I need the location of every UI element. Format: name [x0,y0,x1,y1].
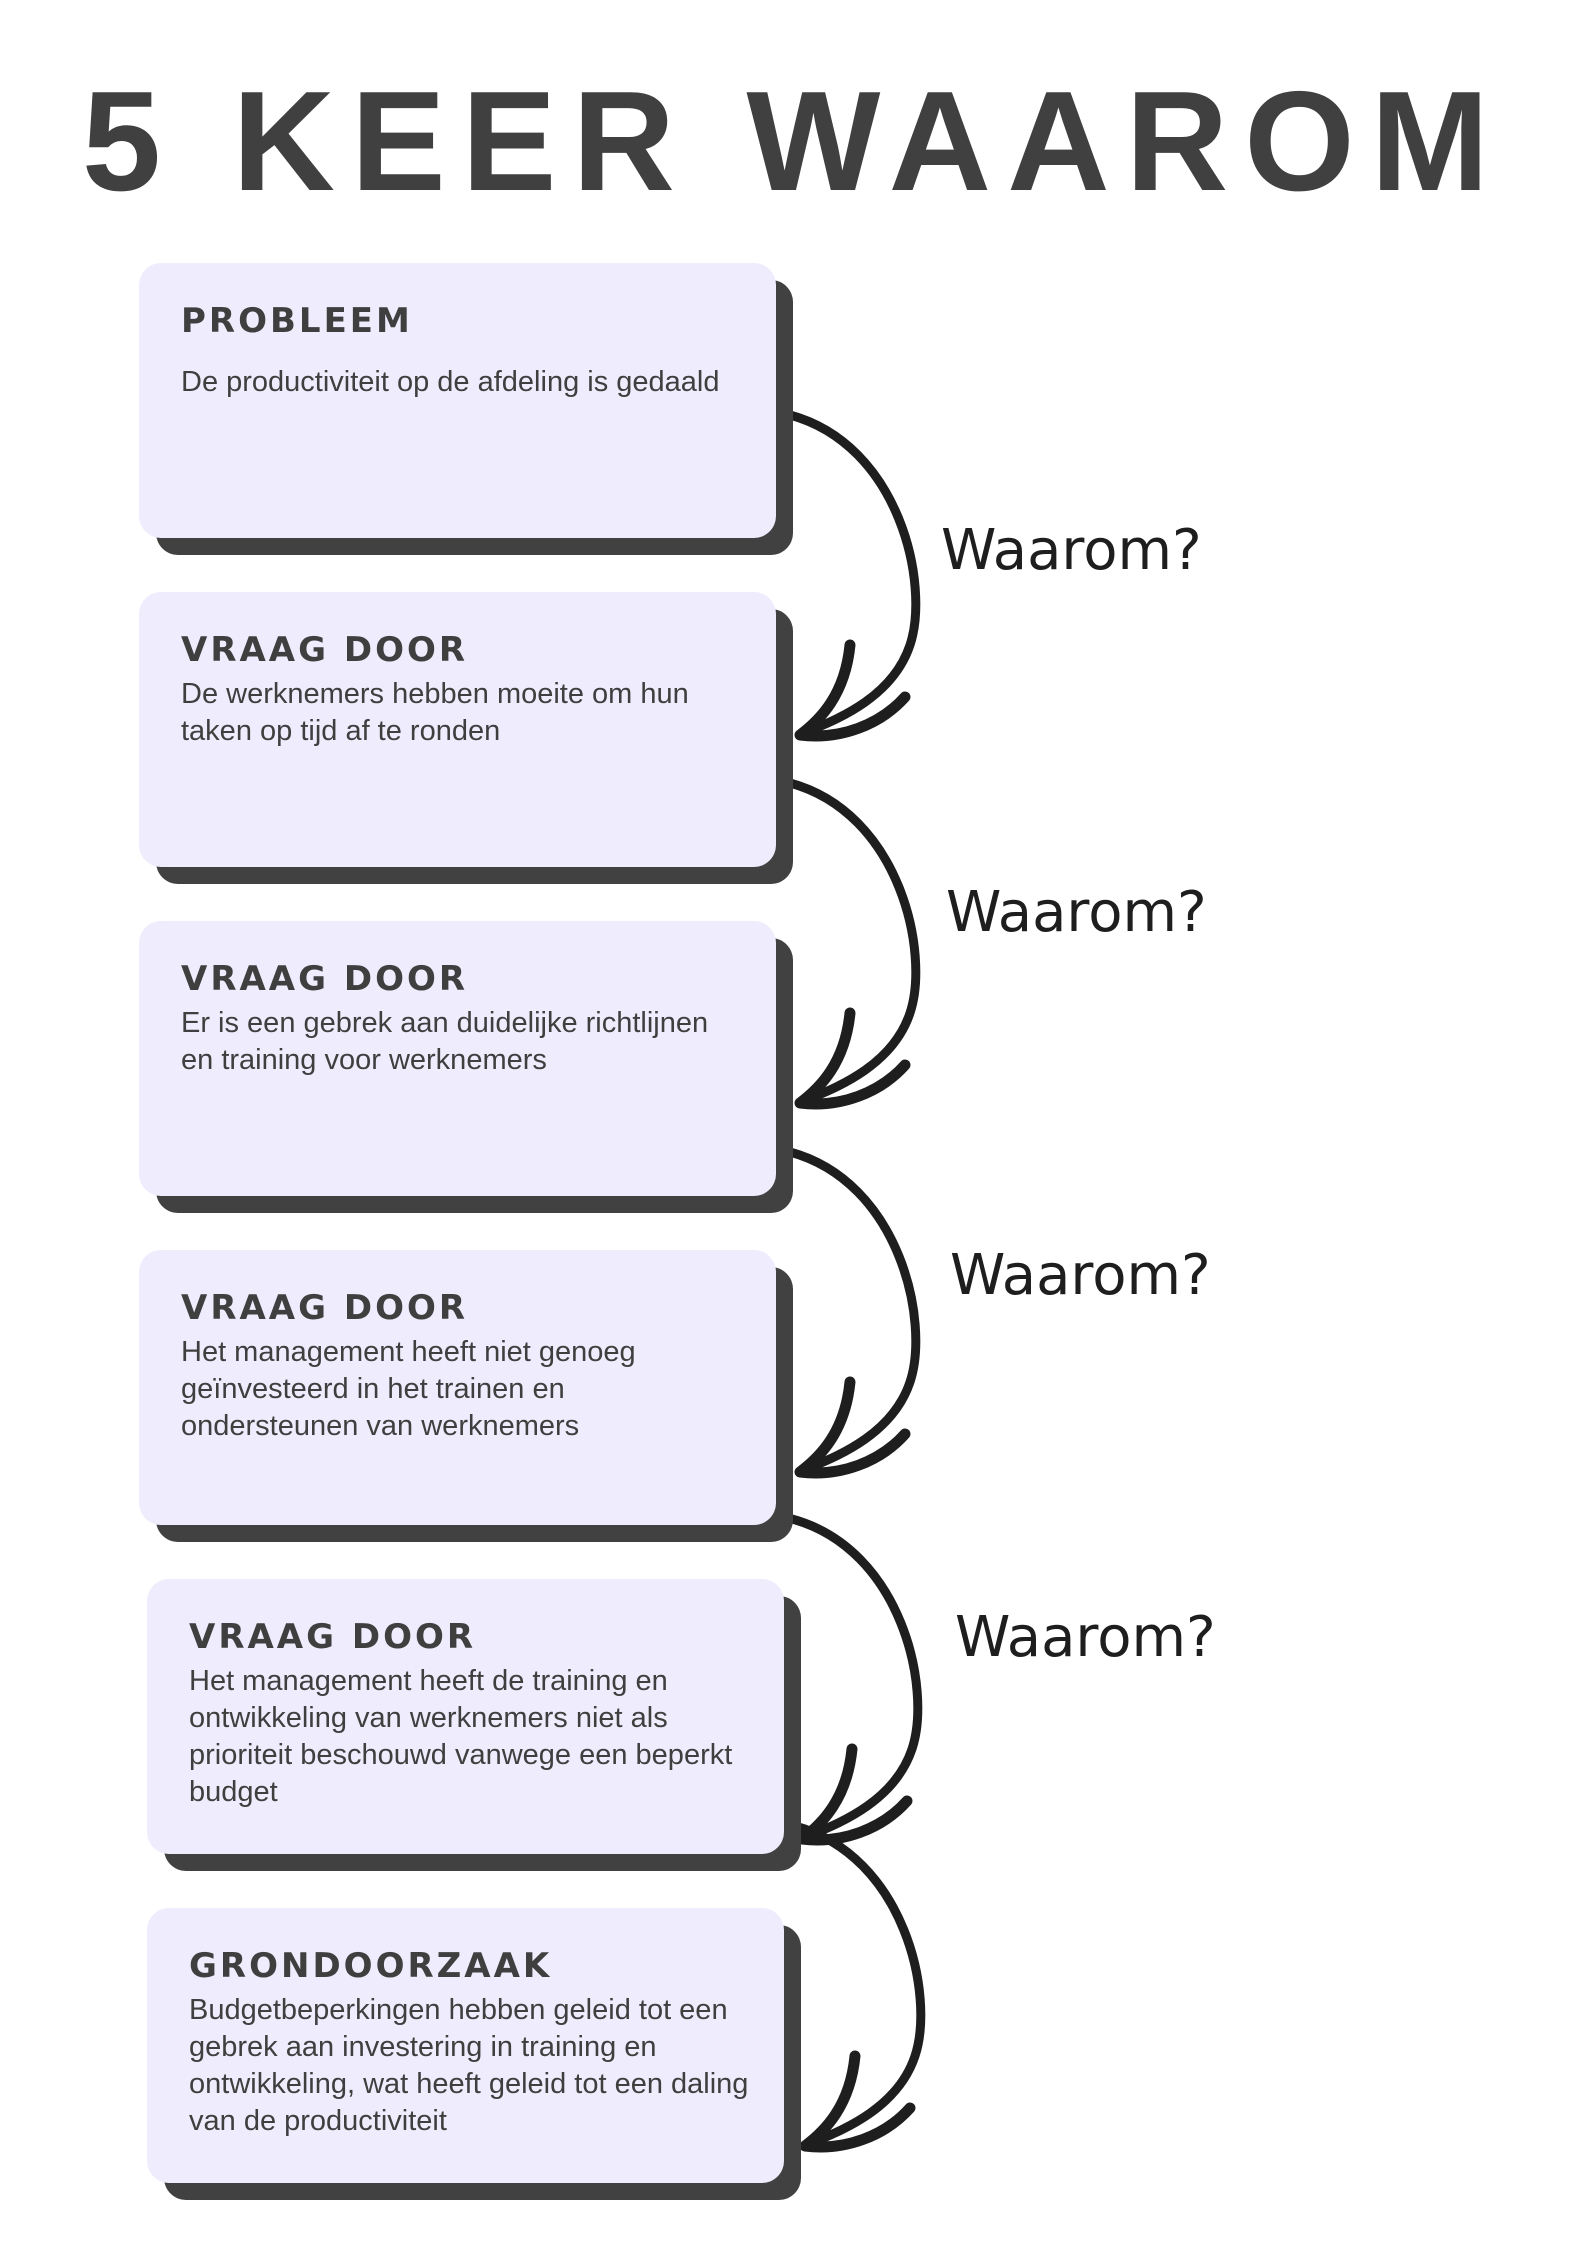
step-card-root-cause: GRONDOORZAAK Budgetbeperkingen hebben ge… [147,1908,801,2200]
arrow-curve [785,778,921,1108]
step-card-why-1: VRAAG DOOR De werknemers hebben moeite o… [139,592,793,884]
step-card-why-4: VRAAG DOOR Het management heeft de train… [147,1579,801,1871]
step-text: De werknemers hebben moeite om hun taken… [181,678,689,747]
step-heading: PROBLEEM [181,301,413,341]
card-face [139,1250,776,1525]
arrow-head [796,1743,913,1846]
arrow-curve [785,410,921,740]
card-face [147,1579,784,1854]
arrow-curve [787,1514,923,1844]
step-card-why-2: VRAAG DOOR Er is een gebrek aan duidelij… [139,921,793,1213]
card-face [139,592,776,867]
arrow-curve [785,1147,921,1477]
arrow-head [794,639,911,742]
step-heading: GRONDOORZAAK [189,1946,553,1986]
why-label: Waarom? [950,1243,1211,1308]
arrow-head [799,2050,916,2153]
why-label: Waarom? [955,1605,1216,1670]
step-text: Er is een gebrek aan duidelijke richtlij… [181,1007,709,1076]
step-text: De productiviteit op de afdeling is geda… [181,366,720,398]
step-heading: VRAAG DOOR [189,1617,477,1657]
curved-arrow-icon [785,1147,921,1479]
step-text: Budgetbeperkingen hebben geleid tot een … [189,1994,749,2137]
arrow-curve [790,1821,926,2151]
arrow-head [794,1007,911,1110]
arrows-layer [785,410,926,2153]
card-face [139,263,776,538]
arrow-head [794,1376,911,1479]
why-label: Waarom? [946,880,1207,945]
curved-arrow-icon [785,778,921,1110]
page-title: 5 KEER WAAROM [82,62,1505,221]
step-heading: VRAAG DOOR [181,1288,469,1328]
step-text: Het management heeft de training en ontw… [189,1665,733,1808]
step-card-problem: PROBLEEM De productiviteit op de afdelin… [139,263,793,555]
card-face [147,1908,784,2183]
curved-arrow-icon [787,1514,923,1846]
step-text: Het management heeft niet genoeg geïnves… [181,1336,636,1442]
curved-arrow-icon [790,1821,926,2153]
why-label: Waarom? [941,518,1202,583]
step-card-why-3: VRAAG DOOR Het management heeft niet gen… [139,1250,793,1542]
curved-arrow-icon [785,410,921,742]
card-face [139,921,776,1196]
step-heading: VRAAG DOOR [181,959,469,999]
step-heading: VRAAG DOOR [181,630,469,670]
